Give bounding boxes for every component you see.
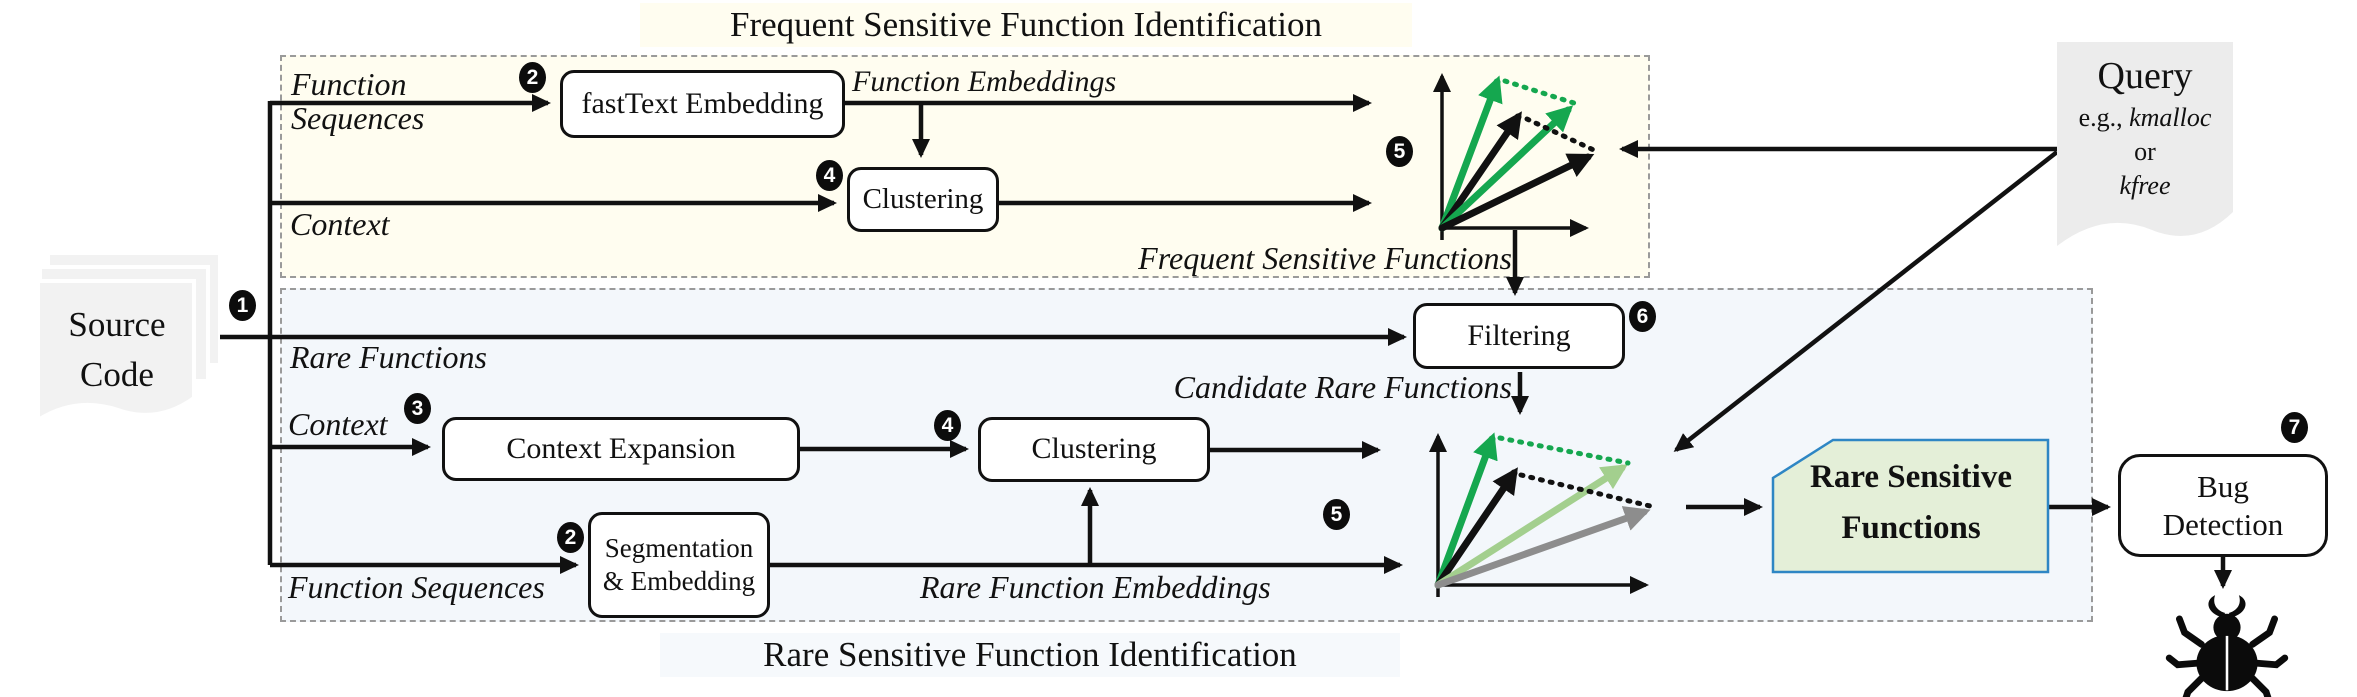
step-4-badge-bottom: 4: [934, 410, 961, 441]
query-conjunction: or: [2134, 137, 2156, 167]
step-7-badge: 7: [2281, 412, 2308, 443]
embedding-space-frequent: [1433, 73, 1601, 240]
bug-icon: [2165, 595, 2289, 697]
vector-lightgreen-rare: [1434, 464, 1628, 589]
clustering-top-box: Clustering: [847, 167, 999, 232]
segmentation-embedding-box: Segmentation & Embedding: [588, 512, 770, 618]
step-4-badge-top: 4: [816, 160, 843, 191]
vector-green-frequent: [1434, 432, 1498, 589]
dotted-link-green: [1497, 435, 1631, 466]
step-6-badge: 6: [1629, 301, 1656, 332]
query-example2: kfree: [2119, 170, 2171, 200]
embedding-space-rare: [1429, 432, 1653, 597]
vector-gray-rare: [1434, 506, 1651, 589]
rare-stage-title: Rare Sensitive Function Identification: [660, 633, 1400, 677]
clustering-bottom-box: Clustering: [978, 417, 1210, 482]
source-code-label: Source Code: [38, 300, 196, 399]
dotted-link-black: [1518, 472, 1653, 509]
label-rare-functions: Rare Functions: [290, 339, 487, 375]
step-3-badge: 3: [404, 393, 431, 424]
label-context-bottom: Context: [288, 406, 388, 442]
dotted-link-green: [1502, 78, 1580, 107]
label-rare-function-embeddings: Rare Function Embeddings: [920, 569, 1271, 605]
vector-black-cluster: [1438, 111, 1522, 232]
step-5-badge-top: 5: [1386, 136, 1413, 167]
step-2-badge-bottom: 2: [557, 522, 584, 553]
arrow-query-to-plot-bottom: [1673, 150, 2059, 452]
label-function-sequences-bottom: Function Sequences: [288, 569, 545, 605]
label-context-top: Context: [290, 206, 390, 242]
bug-detection-line1: Bug: [2197, 468, 2249, 504]
source-code-icon: [36, 251, 222, 424]
flow-arrows: [220, 94, 2232, 589]
context-expansion-box: Context Expansion: [442, 417, 800, 481]
segmentation-line2: & Embedding: [602, 566, 756, 596]
frequent-stage-box: [280, 55, 1650, 278]
fasttext-embedding-box: fastText Embedding: [560, 70, 845, 138]
vector-green-cluster: [1438, 75, 1503, 232]
query-note: Query e.g., kmalloc or kfree: [2057, 52, 2233, 203]
source-code-line1: Source: [68, 305, 166, 344]
vector-black-frequent: [1434, 467, 1518, 589]
rare-sensitive-functions-label: Rare Sensitive Functions: [1810, 459, 2012, 547]
step-2-badge-top: 2: [519, 62, 546, 93]
rare-sensitive-functions-shape: [1771, 438, 2050, 574]
step-1-badge: 1: [229, 290, 256, 321]
query-example1: e.g., kmalloc: [2078, 103, 2212, 133]
step-5-badge-bottom: 5: [1323, 499, 1350, 530]
dotted-link-black: [1524, 116, 1601, 155]
filtering-box: Filtering: [1413, 303, 1625, 369]
source-code-line2: Code: [80, 354, 154, 394]
segmentation-line1: Segmentation: [604, 533, 754, 564]
bug-detection-box: Bug Detection: [2118, 454, 2328, 557]
bug-detection-line2: Detection: [2162, 506, 2284, 542]
label-candidate-rare-functions: Candidate Rare Functions: [1173, 369, 1512, 405]
query-note-shape: [2057, 42, 2233, 246]
label-frequent-sensitive-functions: Frequent Sensitive Functions: [1138, 240, 1512, 276]
query-title: Query: [2097, 55, 2193, 97]
vector-black-query: [1438, 153, 1595, 232]
frequent-stage-title: Frequent Sensitive Function Identificati…: [640, 3, 1412, 47]
label-function-embeddings: Function Embeddings: [852, 65, 1117, 98]
